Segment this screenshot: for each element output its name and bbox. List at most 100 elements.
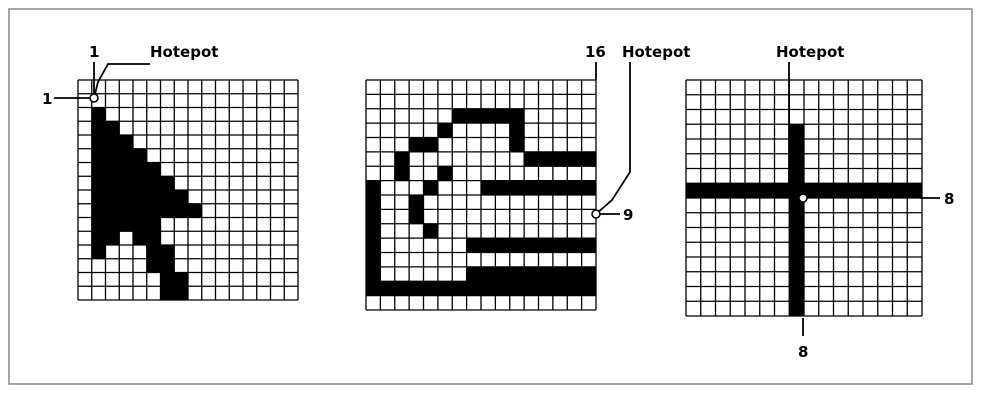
filled-pixel (582, 238, 597, 253)
filled-pixel (481, 267, 496, 282)
filled-pixel (789, 213, 804, 228)
filled-pixel (582, 281, 597, 296)
filled-pixel (409, 195, 424, 210)
filled-pixel (106, 190, 120, 204)
filled-pixel (366, 195, 381, 210)
filled-pixel (161, 204, 175, 218)
filled-pixel (366, 209, 381, 224)
filled-pixel (789, 124, 804, 139)
filled-pixel (92, 245, 106, 259)
filled-pixel (467, 281, 482, 296)
filled-pixel (92, 231, 106, 245)
filled-pixel (119, 190, 133, 204)
filled-pixel (481, 181, 496, 196)
filled-pixel (510, 181, 525, 196)
filled-pixel (119, 163, 133, 177)
filled-pixel (539, 267, 554, 282)
filled-pixel (366, 253, 381, 268)
filled-pixel (106, 231, 120, 245)
filled-pixel (907, 183, 922, 198)
filled-pixel (582, 267, 597, 282)
filled-pixel (510, 138, 525, 153)
filled-pixel (106, 204, 120, 218)
filled-pixel (380, 281, 395, 296)
filled-pixel (147, 204, 161, 218)
filled-pixel (524, 267, 539, 282)
filled-pixel (481, 281, 496, 296)
filled-pixel (147, 259, 161, 273)
hand-hotspot-marker (592, 210, 600, 218)
filled-pixel (553, 181, 568, 196)
filled-pixel (510, 281, 525, 296)
filled-pixel (409, 209, 424, 224)
filled-pixel (424, 181, 439, 196)
hand-row-number: 9 (623, 206, 633, 224)
filled-pixel (539, 238, 554, 253)
filled-pixel (878, 183, 893, 198)
filled-pixel (174, 273, 188, 287)
hand-col-number: 16 (585, 43, 606, 61)
filled-pixel (92, 218, 106, 232)
filled-pixel (524, 238, 539, 253)
filled-pixel (848, 183, 863, 198)
filled-pixel (366, 181, 381, 196)
filled-pixel (92, 108, 106, 122)
filled-pixel (147, 245, 161, 259)
filled-pixel (467, 267, 482, 282)
hand-hotspot-label: Hotepot (622, 43, 690, 61)
filled-pixel (467, 238, 482, 253)
filled-pixel (481, 238, 496, 253)
crosshair-row-number: 8 (944, 190, 954, 208)
filled-pixel (539, 281, 554, 296)
filled-pixel (789, 139, 804, 154)
filled-pixel (481, 109, 496, 124)
filled-pixel (467, 109, 482, 124)
crosshair-hotspot-label: Hotepot (776, 43, 844, 61)
arrow-cursor-panel: Hotepot 1 1 (42, 43, 298, 300)
filled-pixel (119, 135, 133, 149)
filled-pixel (524, 281, 539, 296)
filled-pixel (567, 152, 582, 167)
filled-pixel (133, 176, 147, 190)
filled-pixel (819, 183, 834, 198)
filled-pixel (147, 231, 161, 245)
filled-pixel (510, 267, 525, 282)
filled-pixel (424, 138, 439, 153)
filled-pixel (133, 231, 147, 245)
filled-pixel (582, 181, 597, 196)
filled-pixel (133, 163, 147, 177)
filled-pixel (789, 301, 804, 316)
filled-pixel (524, 152, 539, 167)
filled-pixel (701, 183, 716, 198)
filled-pixel (524, 181, 539, 196)
filled-pixel (716, 183, 731, 198)
filled-pixel (92, 149, 106, 163)
filled-pixel (92, 176, 106, 190)
filled-pixel (92, 190, 106, 204)
filled-pixel (452, 281, 467, 296)
filled-pixel (133, 190, 147, 204)
filled-pixel (495, 181, 510, 196)
filled-pixel (119, 149, 133, 163)
filled-pixel (553, 267, 568, 282)
filled-pixel (161, 286, 175, 300)
filled-pixel (745, 183, 760, 198)
filled-pixel (395, 281, 410, 296)
filled-pixel (161, 190, 175, 204)
filled-pixel (366, 224, 381, 239)
filled-pixel (366, 281, 381, 296)
filled-pixel (510, 109, 525, 124)
filled-pixel (174, 204, 188, 218)
filled-pixel (730, 183, 745, 198)
filled-pixel (789, 154, 804, 169)
arrow-row-number: 1 (42, 90, 52, 108)
filled-pixel (760, 183, 775, 198)
filled-pixel (395, 152, 410, 167)
filled-pixel (92, 204, 106, 218)
filled-pixel (161, 259, 175, 273)
filled-pixel (438, 281, 453, 296)
filled-pixel (133, 218, 147, 232)
filled-pixel (161, 245, 175, 259)
filled-pixel (119, 204, 133, 218)
